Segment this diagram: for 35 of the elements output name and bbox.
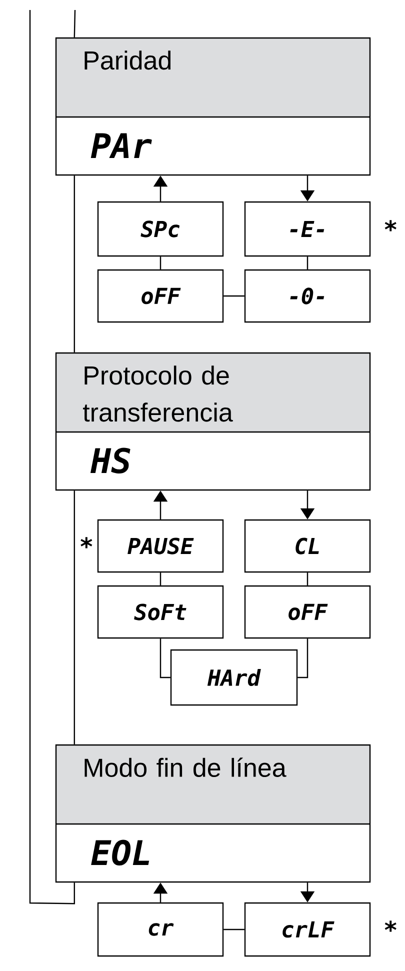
- connector-line: [160, 572, 162, 586]
- option-box: oFF: [97, 269, 224, 323]
- heading: Modo fin de línea: [84, 758, 286, 777]
- menu-box: [55, 744, 371, 883]
- display-code: HS: [90, 448, 130, 474]
- connector-line: [74, 176, 75, 352]
- option-box: oFF: [244, 585, 371, 639]
- asterisk: *: [384, 920, 396, 932]
- option-box: SPc: [97, 201, 224, 257]
- option-box: -E-: [244, 201, 371, 257]
- heading: Paridad: [84, 50, 171, 70]
- option-box: CL: [244, 519, 371, 573]
- connector-line: [306, 256, 308, 270]
- option-box: SoFt: [97, 585, 224, 639]
- connector-line: [74, 10, 76, 38]
- display-code: EOL: [91, 840, 150, 866]
- heading: Protocolo de transferencia: [83, 366, 233, 422]
- menu-box: [55, 352, 371, 491]
- option-box: HArd: [170, 649, 298, 706]
- display-code: PAr: [90, 133, 152, 158]
- connector-line: [160, 638, 170, 678]
- asterisk: *: [384, 220, 396, 232]
- option-box: cr: [97, 902, 224, 957]
- option-box: PAUSE: [97, 519, 224, 573]
- option-box: -0-: [244, 269, 371, 323]
- connector-line: [74, 490, 75, 744]
- connector-line: [306, 572, 308, 586]
- menu-box: [55, 37, 371, 176]
- connector-line: [224, 295, 244, 297]
- connector-line: [224, 928, 244, 930]
- connector-line: [298, 638, 308, 678]
- connector-line: [29, 10, 75, 904]
- option-box: crLF: [244, 902, 371, 957]
- asterisk: *: [80, 537, 92, 548]
- connector-line: [160, 256, 162, 270]
